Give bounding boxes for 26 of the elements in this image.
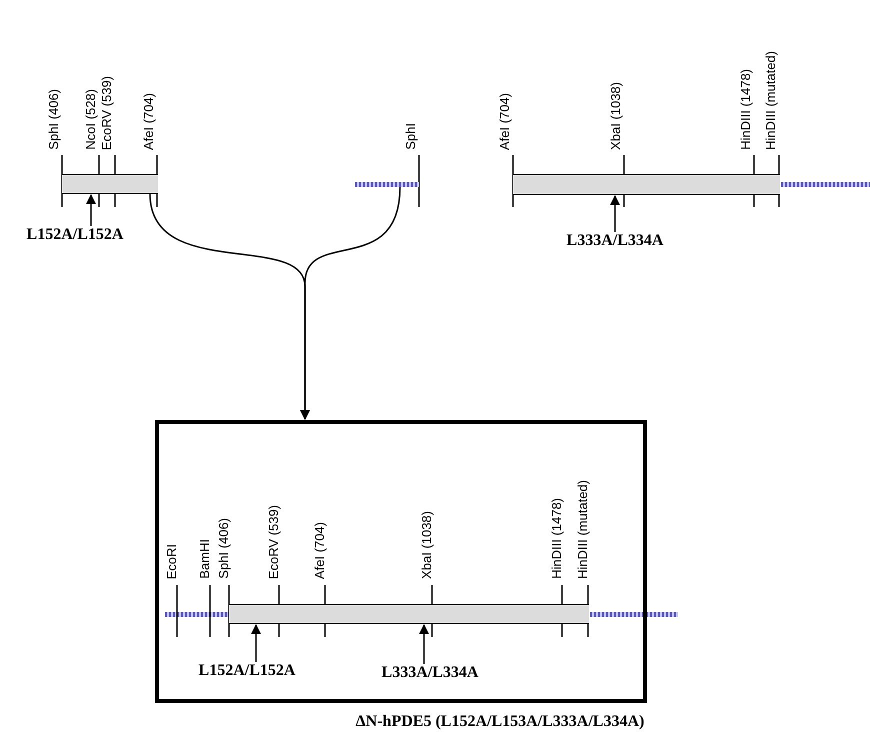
leader-arrow [610, 195, 620, 232]
restriction-site-label: EcoRV (539) [267, 505, 281, 580]
restriction-site-label: HinDIII (mutated) [764, 51, 778, 150]
restriction-site-label: SphI (406) [47, 89, 61, 150]
insert-bar [229, 604, 589, 624]
leader-arrow [251, 624, 261, 662]
leader-arrow [86, 194, 96, 226]
insert-bar [513, 174, 780, 195]
insert-bar [62, 174, 158, 194]
restriction-site-label: AfeI (704) [498, 93, 512, 150]
restriction-site-label: NcoI (528) [84, 89, 98, 150]
restriction-site-label: HinDIII (mutated) [576, 480, 590, 579]
leader-arrow [419, 624, 429, 664]
restriction-site-label: HinDIII (1478) [550, 498, 564, 579]
restriction-site-label: EcoRV (539) [100, 76, 114, 150]
restriction-site-label: XbaI (1038) [420, 511, 434, 579]
restriction-site-label: AfeI (704) [313, 522, 327, 580]
restriction-site-label: AfeI (704) [142, 93, 156, 150]
restriction-site-label: EcoRI [165, 544, 179, 580]
restriction-site-label: SphI (406) [217, 518, 231, 579]
restriction-site-label: BamHI [198, 539, 212, 579]
construct-frame [155, 420, 647, 703]
restriction-site-label: HinDIII (1478) [739, 69, 753, 150]
restriction-site-label: XbaI (1038) [609, 82, 623, 150]
restriction-site-label: SphI [404, 123, 418, 150]
merge-brace-arrow [300, 186, 401, 420]
